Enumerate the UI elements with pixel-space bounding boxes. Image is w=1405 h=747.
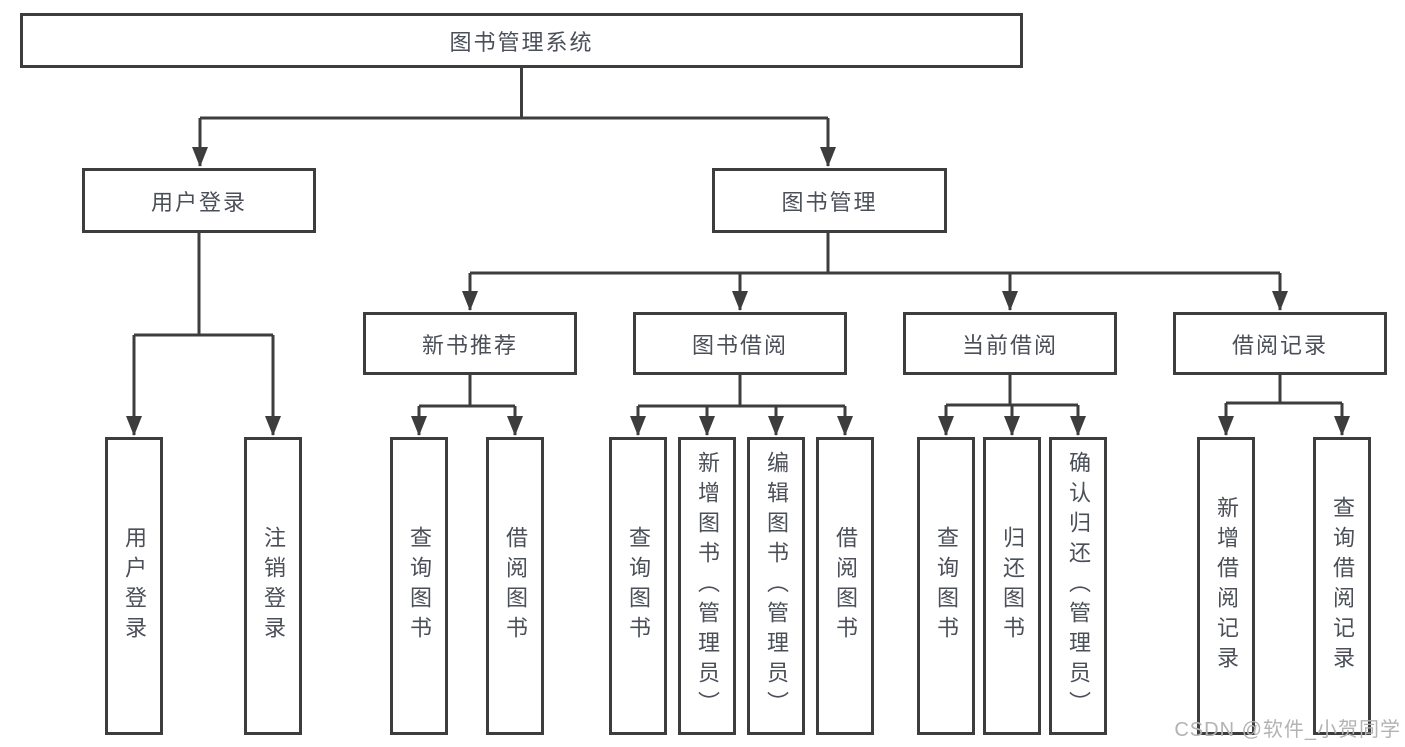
node-label: 归还图书 (1000, 526, 1025, 646)
node-leaf-current-return: 归还图书 (983, 437, 1041, 735)
connector-borrow-trunk (638, 375, 845, 408)
node-label: 编辑图书（管理员） (764, 451, 789, 721)
node-label: 查询图书 (626, 526, 651, 646)
connector-current-trunk (946, 375, 1078, 407)
node-l2-borrow-records: 借阅记录 (1173, 312, 1387, 375)
csdn-watermark: CSDN @软件_小贺同学 (1174, 719, 1401, 741)
node-leaf-newbook-query: 查询图书 (390, 437, 448, 735)
node-label: 查询图书 (407, 526, 432, 646)
node-l1-book-management: 图书管理 (712, 168, 947, 233)
node-leaf-borrow-borrow: 借阅图书 (816, 437, 874, 735)
node-leaf-current-query: 查询图书 (917, 437, 975, 735)
node-l2-new-book-recommend: 新书推荐 (363, 312, 577, 375)
connector-login-trunk (134, 233, 273, 337)
node-leaf-current-confirm-admin: 确认归还（管理员） (1049, 437, 1107, 735)
connector-records-trunk (1226, 375, 1342, 405)
node-root-label: 图书管理系统 (449, 29, 594, 55)
node-label: 查询图书 (934, 526, 959, 646)
node-label: 用户登录 (150, 189, 247, 215)
node-l2-current-borrow: 当前借阅 (903, 312, 1117, 375)
connector-mgmt-trunk (470, 233, 1280, 275)
node-leaf-borrow-add-admin: 新增图书（管理员） (678, 437, 736, 735)
node-leaf-newbook-borrow: 借阅图书 (486, 437, 544, 735)
node-label: 当前借阅 (961, 332, 1058, 358)
connector-newbook-trunk (419, 375, 515, 408)
node-leaf-borrow-query: 查询图书 (609, 437, 667, 735)
node-l1-user-login: 用户登录 (82, 168, 316, 233)
node-leaf-borrow-edit-admin: 编辑图书（管理员） (747, 437, 805, 735)
node-label: 新增图书（管理员） (695, 451, 720, 721)
node-leaf-logout: 注销登录 (244, 437, 302, 735)
node-label: 图书管理 (781, 189, 878, 215)
node-label: 注销登录 (261, 526, 286, 646)
node-leaf-user-login: 用户登录 (105, 437, 163, 735)
node-label: 借阅图书 (503, 526, 528, 646)
node-label: 借阅记录 (1231, 332, 1328, 358)
node-l2-book-borrow: 图书借阅 (633, 312, 847, 375)
node-label: 借阅图书 (833, 526, 858, 646)
node-label: 图书借阅 (691, 332, 788, 358)
connector-root-trunk (200, 68, 828, 120)
node-label: 新增借阅记录 (1214, 496, 1239, 676)
node-label: 用户登录 (122, 526, 147, 646)
node-leaf-records-add: 新增借阅记录 (1197, 437, 1255, 735)
node-label: 新书推荐 (421, 332, 518, 358)
node-root: 图书管理系统 (20, 13, 1023, 68)
node-label: 查询借阅记录 (1330, 496, 1355, 676)
node-leaf-records-query: 查询借阅记录 (1313, 437, 1371, 735)
node-label: 确认归还（管理员） (1066, 451, 1091, 721)
